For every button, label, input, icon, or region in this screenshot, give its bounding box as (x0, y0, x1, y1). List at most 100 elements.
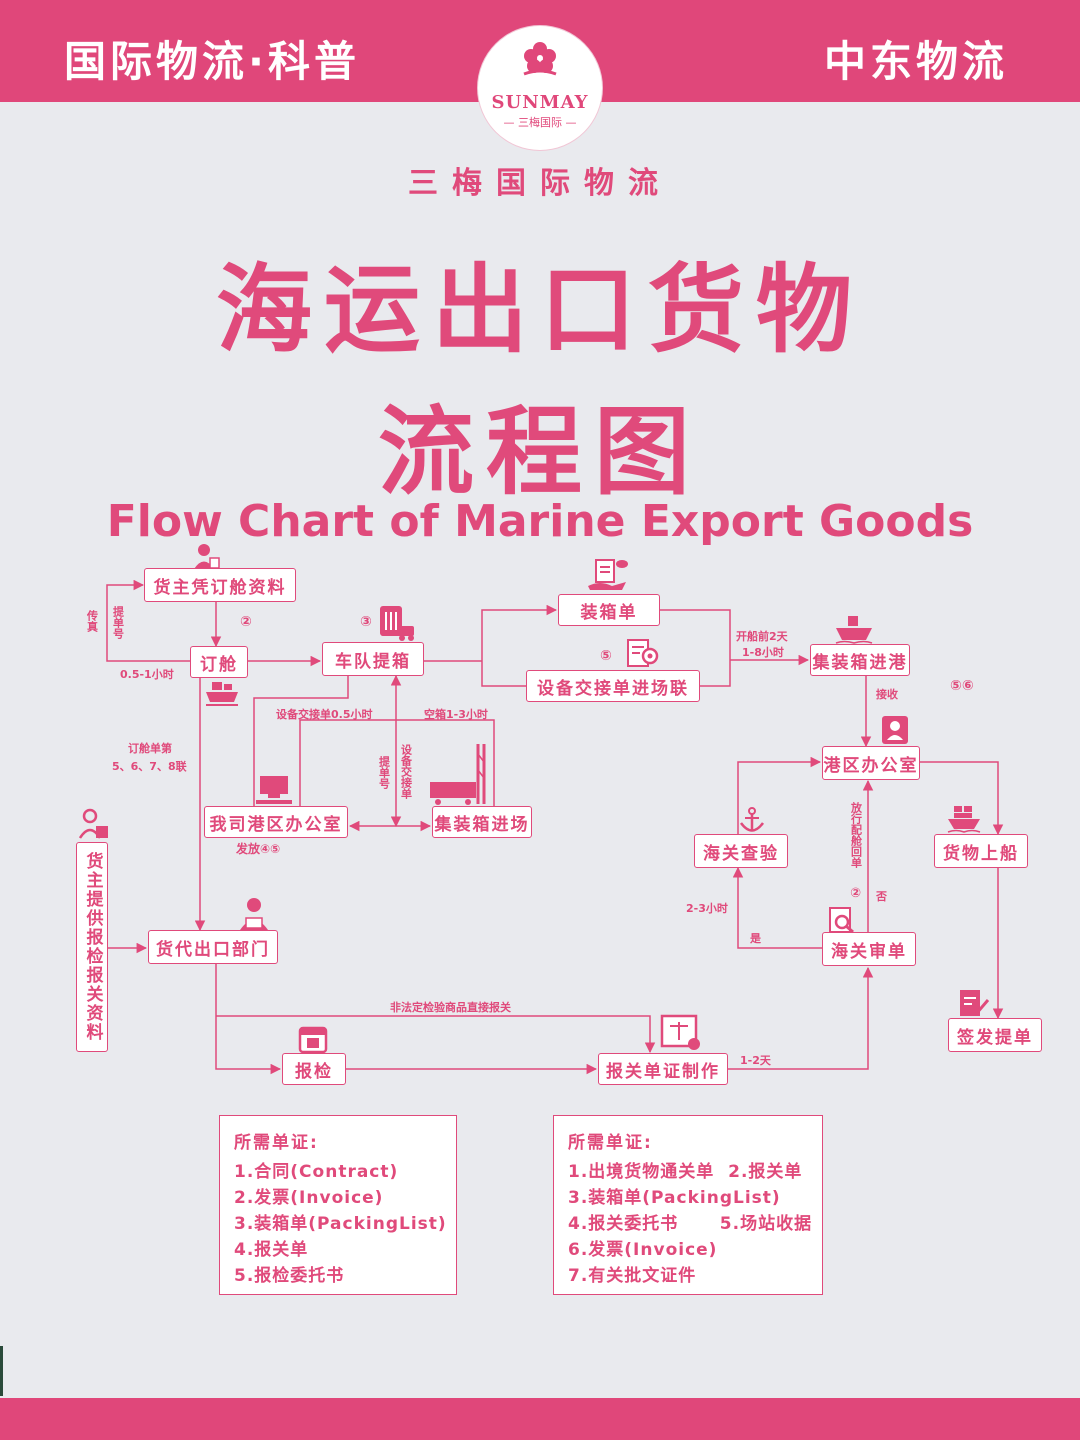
label-booking-copies: 订舱单第 (128, 742, 172, 755)
node-label: 海关查验 (703, 843, 779, 864)
cargo-ship-icon (835, 616, 873, 644)
node-port-office: 港区办公室 (822, 746, 920, 780)
doc-item: 4.报关委托书 5.场站收据 (568, 1214, 813, 1234)
region-title: 中东物流 (823, 37, 1008, 86)
logo-sub: — 三梅国际 — (503, 116, 577, 129)
node-booking: 订舱 (190, 646, 248, 678)
node-label: 海关审单 (831, 941, 907, 962)
node-our-port-office: 我司港区办公室 (204, 806, 348, 838)
label-empty-time: 空箱1-3小时 (424, 708, 488, 721)
node-label: 港区办公室 (823, 755, 919, 776)
label-booking-time: 0.5-1小时 (120, 668, 174, 681)
label-bill-no: 提单号 (111, 606, 125, 639)
pen-document-icon (960, 990, 990, 1016)
scale-certificate-icon (660, 1014, 700, 1050)
computer-desk-icon (256, 776, 292, 804)
label-no: 否 (876, 890, 887, 903)
node-container-yard-entry: 集装箱进场 (432, 806, 532, 838)
label-before-sail: 开船前2天 (736, 630, 788, 643)
node-customs-inspection: 海关查验 (694, 834, 788, 868)
doc-item: 4.报关单 (234, 1240, 309, 1260)
node-equipment-interchange: 设备交接单进场联 (526, 670, 700, 702)
category-title: 国际物流·科普 (64, 37, 360, 86)
label-bill-no-v: 提单号 (377, 756, 391, 789)
required-docs-inspection: 所需单证: 1.合同(Contract) 2.发票(Invoice) 3.装箱单… (219, 1115, 457, 1295)
doc-item: 3.装箱单(PackingList) (234, 1214, 447, 1234)
node-label: 车队提箱 (335, 651, 411, 672)
label-circle2-a: ② (240, 614, 252, 630)
node-customs-review: 海关审单 (822, 932, 916, 966)
doc-item: 6.发票(Invoice) (568, 1240, 718, 1260)
id-badge-icon (882, 716, 908, 744)
hand-document-icon (588, 559, 628, 590)
doc-item: 7.有关批文证件 (568, 1266, 697, 1286)
node-packing-list: 装箱单 (558, 594, 660, 626)
label-days-1-2: 1-2天 (740, 1054, 771, 1067)
company-name: 三梅国际物流 (408, 166, 672, 201)
docs-heading: 所需单证: (568, 1133, 653, 1153)
loading-ship-icon (947, 806, 981, 833)
node-label: 订舱 (200, 654, 238, 675)
node-shipper-booking-docs: 货主凭订舱资料 (144, 568, 296, 602)
label-equip-v: 设备交接单 (399, 744, 413, 799)
node-label: 签发提单 (957, 1027, 1033, 1048)
node-label: 货主凭订舱资料 (153, 577, 287, 598)
label-hours-1-8: 1-8小时 (742, 646, 784, 659)
node-label: 报检 (295, 1061, 333, 1082)
magnifier-doc-icon (829, 907, 854, 934)
node-issue-bl: 签发提单 (948, 1018, 1042, 1052)
node-label: 货物上船 (943, 843, 1019, 864)
doc-item: 2.发票(Invoice) (234, 1188, 384, 1208)
label-fax: 传真 (85, 610, 99, 632)
logo-brand: SUNMAY (491, 92, 589, 113)
flower-logo-icon (523, 42, 557, 76)
label-circle2-b: ② (850, 886, 862, 901)
document-gear-icon (627, 639, 659, 667)
edge-strip (0, 1346, 3, 1396)
ship-icon (206, 682, 238, 706)
company-logo: SUNMAY — 三梅国际 — (478, 26, 602, 150)
doc-item: 1.出境货物通关单 2.报关单 (568, 1162, 803, 1182)
label-circle56: ⑤⑥ (950, 678, 974, 694)
node-inspection: 报检 (282, 1053, 346, 1085)
label-receive: 接收 (876, 688, 898, 701)
calendar-icon (298, 1026, 328, 1054)
bottom-banner (0, 1398, 1080, 1440)
truck-building-icon (380, 606, 414, 641)
label-direct-customs: 非法定检验商品直接报关 (390, 1001, 511, 1014)
docs-heading: 所需单证: (234, 1133, 319, 1153)
page-title: 海运出口货物 (216, 254, 864, 366)
node-container-to-port: 集装箱进港 (810, 644, 910, 676)
node-customs-docs: 报关单证制作 (598, 1053, 728, 1085)
page-title-line2: 流程图 (378, 396, 702, 508)
node-forwarder-export: 货代出口部门 (148, 930, 278, 964)
node-truck-pickup: 车队提箱 (322, 642, 424, 676)
doc-item: 3.装箱单(PackingList) (568, 1188, 781, 1208)
node-label: 我司港区办公室 (209, 814, 343, 835)
node-label: 集装箱进港 (812, 652, 908, 673)
label-circle5: ⑤ (600, 648, 612, 664)
node-label: 集装箱进场 (434, 814, 530, 835)
crane-container-icon (430, 744, 486, 805)
required-docs-customs: 所需单证: 1.出境货物通关单 2.报关单 3.装箱单(PackingList)… (553, 1115, 823, 1295)
node-label: 报关单证制作 (606, 1061, 720, 1082)
label-equip-time: 设备交接单0.5小时 (276, 708, 373, 721)
label-booking-copies-2: 5、6、7、8联 (112, 760, 187, 773)
node-label: 设备交接单进场联 (537, 678, 689, 699)
doc-item: 5.报检委托书 (234, 1266, 345, 1286)
english-title: Flow Chart of Marine Export Goods (106, 496, 974, 547)
label-hours-2-3: 2-3小时 (686, 902, 728, 915)
person-icon (194, 544, 220, 569)
person-doc-icon (78, 808, 108, 839)
worker-icon (240, 898, 268, 930)
label-release: 放行配舱回单 (849, 802, 863, 868)
label-issue-45: 发放④⑤ (236, 842, 281, 856)
label-yes: 是 (750, 932, 761, 945)
node-shipper-inspection-docs: 货主提供报检报关资料 (76, 842, 108, 1052)
node-loading: 货物上船 (934, 834, 1028, 868)
node-label: 装箱单 (580, 602, 638, 623)
doc-item: 1.合同(Contract) (234, 1162, 399, 1182)
node-label: 货主提供报检报关资料 (82, 852, 103, 1042)
anchor-icon (739, 807, 765, 832)
